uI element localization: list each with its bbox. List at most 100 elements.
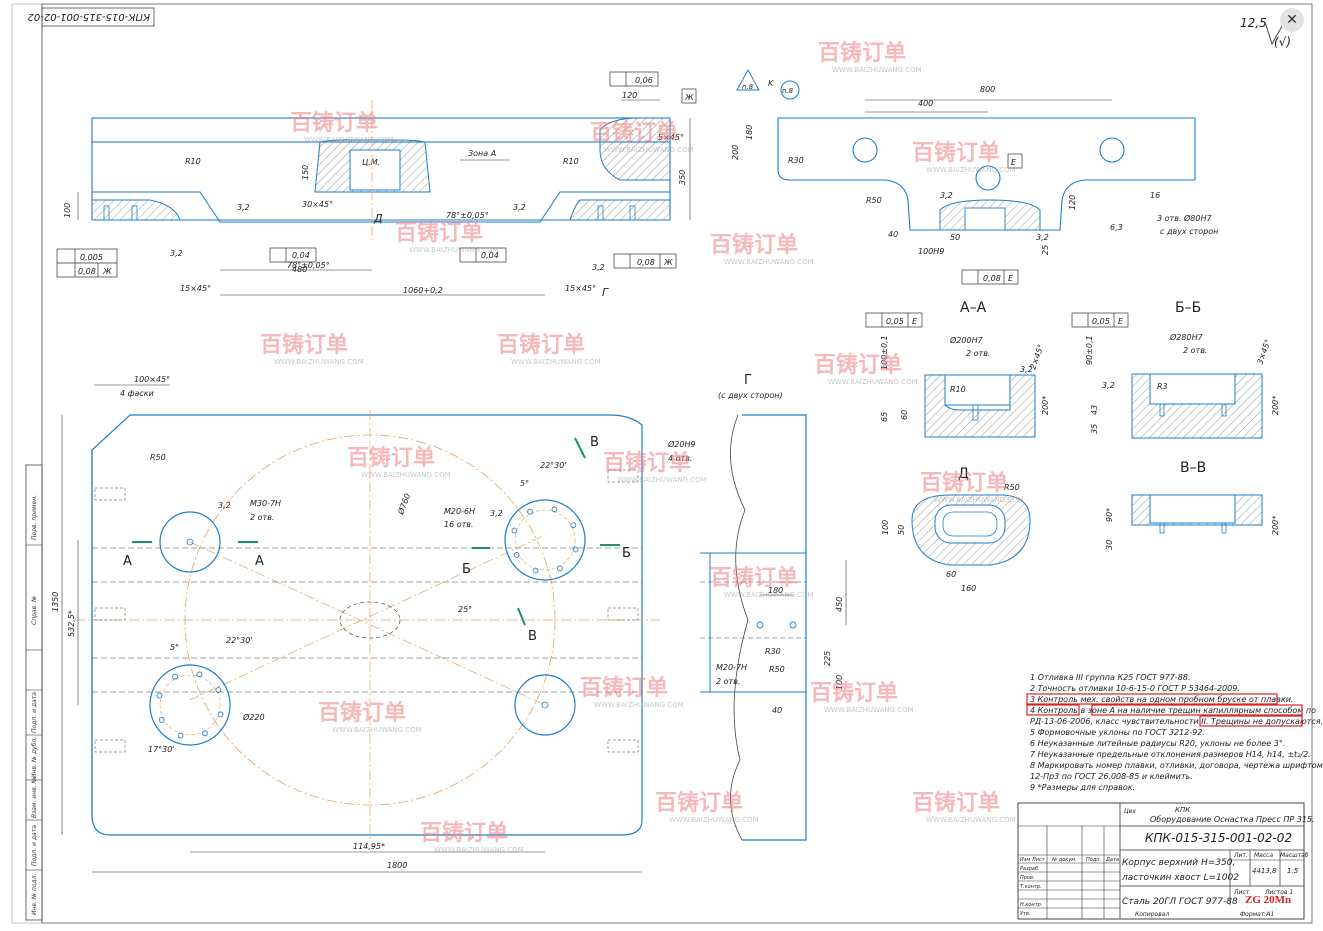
watermark-title: 百铸订单 [318, 700, 406, 726]
watermark-title: 百铸订单 [260, 332, 348, 358]
svg-text:Е: Е [1008, 274, 1014, 283]
watermark-url: WWW.BAIZHUWANG.COM [304, 136, 394, 144]
svg-text:Инв. № дубл.: Инв. № дубл. [31, 737, 38, 778]
svg-text:0,04: 0,04 [292, 251, 310, 260]
svg-text:1800: 1800 [387, 861, 407, 870]
svg-text:4 фаски: 4 фаски [120, 389, 154, 398]
view-d: Д R50 100 50 60 160 [881, 466, 1031, 593]
svg-text:1:5: 1:5 [1287, 867, 1299, 875]
svg-text:0,08: 0,08 [78, 267, 96, 276]
svg-text:160: 160 [961, 584, 976, 593]
section-aa: А–А 0,05 Е Ø200H7 2 отв. 2×45° R10 3,2 1… [865, 300, 1050, 438]
svg-text:Д: Д [958, 466, 969, 482]
svg-text:Д: Д [373, 212, 383, 225]
svg-text:25: 25 [1041, 245, 1050, 255]
svg-text:Ц.М.: Ц.М. [362, 158, 380, 167]
svg-text:Ж: Ж [663, 258, 673, 267]
bolt-hole [172, 673, 178, 680]
svg-text:Е: Е [912, 317, 918, 326]
svg-text:Ø200H7: Ø200H7 [949, 335, 984, 345]
svg-text:Г: Г [602, 286, 609, 299]
svg-text:22°30': 22°30' [226, 636, 253, 645]
svg-text:2 Точность отливки 10-6-15-0 Г: 2 Точность отливки 10-6-15-0 ГОСТ Р 5346… [1030, 684, 1240, 693]
svg-text:150: 150 [301, 165, 310, 180]
section-bb: Б–Б 0,05 Е Ø280H7 2 отв. 3×45° 3,2 R3 90… [1071, 300, 1280, 439]
svg-text:Перв. примен.: Перв. примен. [31, 495, 38, 540]
svg-text:Справ. №: Справ. № [31, 596, 38, 625]
svg-text:Формат А1: Формат А1 [1240, 911, 1274, 918]
svg-text:100H9: 100H9 [918, 247, 944, 256]
svg-text:450: 450 [835, 597, 844, 612]
svg-text:Ø280H7: Ø280H7 [1169, 332, 1204, 342]
svg-text:120: 120 [622, 91, 637, 100]
svg-text:Пров.: Пров. [1020, 875, 1035, 881]
svg-text:3,2: 3,2 [1102, 381, 1115, 390]
svg-text:РД-13-06-2006, класс чувствите: РД-13-06-2006, класс чувствительности II… [1030, 717, 1323, 726]
stamp-top-left: КПК-015-315-001-02-02 [28, 7, 155, 27]
close-button[interactable]: ✕ [1280, 8, 1304, 32]
svg-text:3,2: 3,2 [1020, 365, 1033, 374]
svg-text:R10: R10 [185, 157, 201, 166]
svg-text:Ø220: Ø220 [242, 712, 265, 722]
watermark-title: 百铸订单 [347, 445, 435, 471]
svg-text:Подп. и дата: Подп. и дата [31, 692, 38, 733]
bolt-hole [527, 508, 533, 515]
bolt-hole [551, 506, 558, 513]
watermark-title: 百铸订单 [497, 332, 585, 358]
svg-text:Б: Б [622, 546, 631, 561]
svg-text:2 отв.: 2 отв. [1183, 346, 1207, 355]
watermark-title: 百铸订单 [655, 790, 743, 816]
svg-text:R3: R3 [1157, 382, 1168, 391]
svg-text:В–В: В–В [1180, 460, 1206, 476]
svg-text:350: 350 [678, 170, 687, 185]
svg-text:А: А [255, 554, 264, 569]
watermark-url: WWW.BAIZHUWANG.COM [832, 66, 922, 74]
svg-text:Дата: Дата [1105, 857, 1119, 863]
svg-text:Изм: Изм [1020, 857, 1030, 863]
watermark-title: 百铸订单 [912, 790, 1000, 816]
svg-text:0,08: 0,08 [983, 274, 1001, 283]
svg-text:Подп. и дата: Подп. и дата [31, 825, 38, 866]
svg-text:Корпус верхний Н=350,: Корпус верхний Н=350, [1122, 858, 1235, 868]
svg-text:180: 180 [768, 586, 783, 595]
svg-text:3,2: 3,2 [940, 191, 953, 200]
watermark-title: 百铸订单 [590, 120, 678, 146]
svg-text:12-Пр3 по ГОСТ 26.008-85 и кле: 12-Пр3 по ГОСТ 26.008-85 и клеймить. [1030, 772, 1193, 781]
section-vv: В–В 90* 30 200* [1105, 460, 1280, 550]
svg-text:180: 180 [745, 125, 754, 140]
svg-text:3,2: 3,2 [513, 203, 526, 212]
watermark-title: 百铸订单 [395, 220, 483, 246]
svg-text:114,95*: 114,95* [353, 842, 385, 851]
svg-text:M20-7H: M20-7H [716, 663, 747, 672]
bolt-hole [570, 522, 577, 528]
watermark-url: WWW.BAIZHUWANG.COM [434, 846, 524, 854]
svg-text:Оборудование Оснастка Пресс ПР: Оборудование Оснастка Пресс ПР 315. [1150, 815, 1315, 824]
svg-text:Масштаб: Масштаб [1280, 852, 1309, 859]
svg-text:А: А [123, 554, 132, 569]
svg-text:Ø20H9: Ø20H9 [667, 439, 696, 449]
svg-text:M30-7H: M30-7H [250, 499, 281, 508]
bolt-hole [158, 717, 165, 723]
svg-text:200*: 200* [1271, 516, 1280, 535]
bolt-hole [532, 567, 539, 574]
svg-text:30×45°: 30×45° [302, 200, 333, 209]
watermark-url: WWW.BAIZHUWANG.COM [828, 378, 918, 386]
svg-text:4413,8: 4413,8 [1252, 867, 1277, 875]
svg-text:8 Маркировать номер плавки, от: 8 Маркировать номер плавки, отливки, дог… [1030, 761, 1323, 770]
svg-text:30: 30 [1105, 540, 1114, 550]
